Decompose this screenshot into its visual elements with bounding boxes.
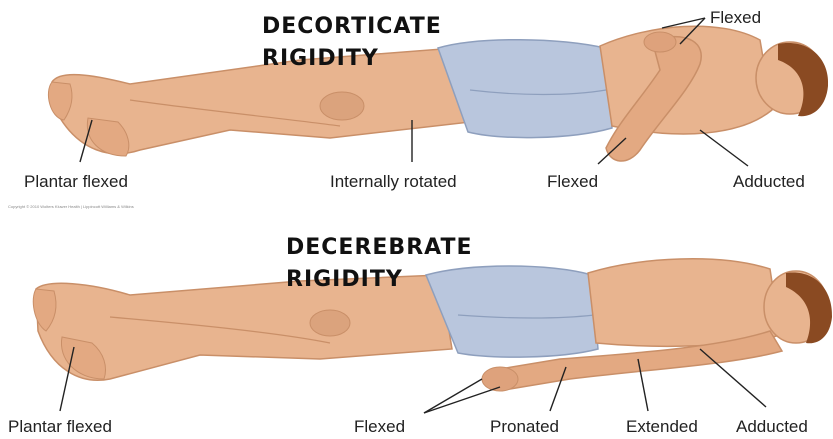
label-adducted-2: Adducted [736, 417, 808, 437]
label-internally-rotated: Internally rotated [330, 172, 457, 192]
decerebrate-panel: DECEREBRATE RIGIDITY Plantar flexed Flex… [0, 219, 833, 439]
decorticate-title-line2: RIGIDITY [262, 46, 379, 72]
label-plantar-flexed: Plantar flexed [24, 172, 128, 192]
label-adducted: Adducted [733, 172, 805, 192]
label-flexed-wrist: Flexed [354, 417, 405, 437]
decorticate-panel: DECORTICATE RIGIDITY Plantar flexed Inte… [0, 0, 833, 219]
label-plantar-flexed-2: Plantar flexed [8, 417, 112, 437]
label-flexed-hands: Flexed [710, 8, 761, 28]
decorticate-title-line1: DECORTICATE [262, 14, 442, 40]
label-pronated: Pronated [490, 417, 559, 437]
copyright-note: Copyright © 2010 Wolters Kluwer Health |… [8, 204, 134, 209]
decorticate-shorts [438, 40, 612, 138]
label-extended: Extended [626, 417, 698, 437]
decerebrate-title-line2: RIGIDITY [286, 267, 403, 293]
decerebrate-title-line1: DECEREBRATE [286, 235, 473, 261]
label-flexed-elbow: Flexed [547, 172, 598, 192]
decerebrate-torso [588, 259, 780, 346]
